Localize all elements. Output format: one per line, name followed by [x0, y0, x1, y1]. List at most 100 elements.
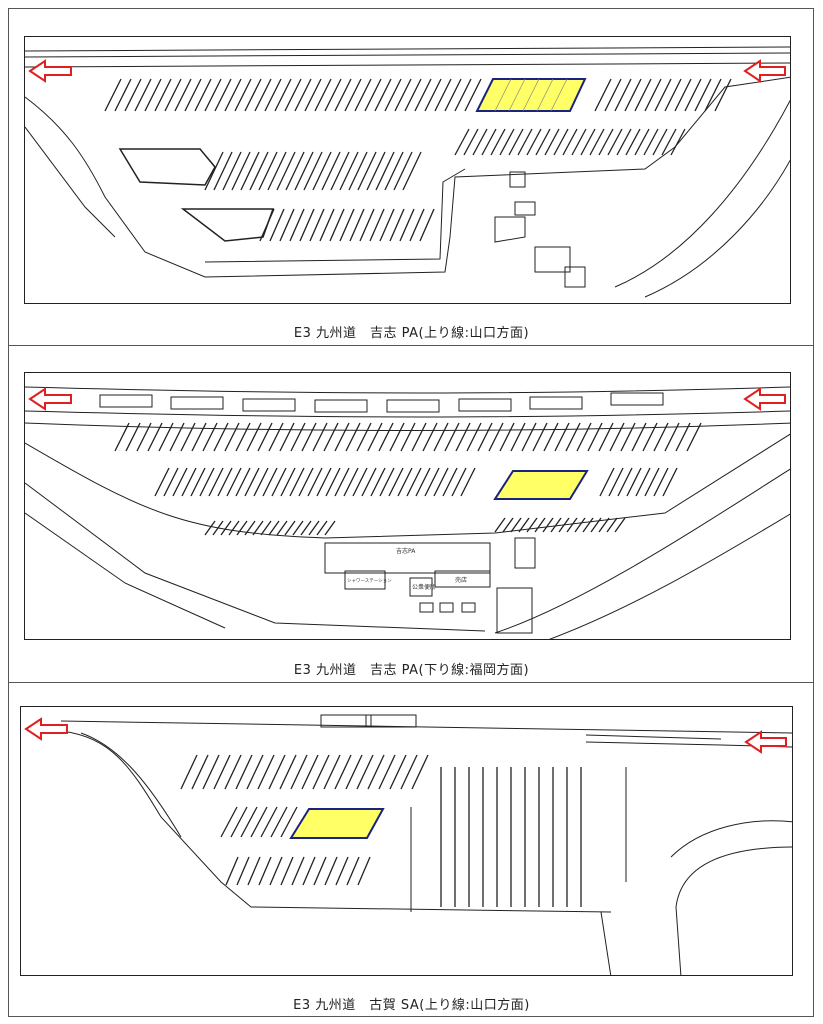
- parking-stall-line: [217, 467, 233, 497]
- parking-stall-line: [202, 754, 220, 790]
- parking-stall-line: [222, 151, 242, 191]
- parking-stall-line: [158, 422, 174, 452]
- parking-stall-line: [460, 467, 476, 497]
- parking-stall-line: [384, 151, 404, 191]
- parking-stall-line: [220, 806, 238, 838]
- parking-stall-line: [422, 422, 438, 452]
- parking-stall-line: [260, 806, 278, 838]
- parking-stall-line: [246, 422, 262, 452]
- parking-stall-line: [604, 78, 622, 112]
- parking-stall-line: [455, 422, 471, 452]
- parking-stall-line: [334, 754, 352, 790]
- parking-stall-line: [164, 78, 182, 112]
- left-arrow-icon: [743, 387, 786, 411]
- parking-stall-line: [284, 520, 296, 536]
- parking-stall-line: [606, 517, 618, 533]
- parking-stall-line: [300, 520, 312, 536]
- parking-stall-line: [684, 78, 702, 112]
- parking-stall-line: [379, 208, 395, 242]
- parking-stall-line: [257, 754, 275, 790]
- parking-stall-line: [301, 422, 317, 452]
- parking-stall-line: [499, 422, 515, 452]
- parking-stall-line: [144, 78, 162, 112]
- parking-stall-line: [269, 208, 285, 242]
- parking-stall-line: [235, 467, 251, 497]
- parking-stall-line: [415, 467, 431, 497]
- parking-stall-line: [264, 78, 282, 112]
- panel-divider: [8, 682, 814, 683]
- highlighted-parking-area: [493, 470, 589, 500]
- parking-stall-line: [334, 422, 350, 452]
- parking-stall-line: [359, 208, 375, 242]
- parking-stall-line: [274, 78, 292, 112]
- parking-stall-line: [631, 422, 647, 452]
- parking-stall-line: [312, 754, 330, 790]
- parking-stall-line: [154, 467, 170, 497]
- parking-stall-line: [609, 422, 625, 452]
- parking-stall-line: [378, 422, 394, 452]
- parking-stall-line: [444, 78, 462, 112]
- parking-stall-line: [224, 422, 240, 452]
- parking-stall-line: [199, 467, 215, 497]
- parking-stall-line: [580, 128, 596, 156]
- parking-stall-line: [249, 151, 269, 191]
- parking-stall-line: [290, 422, 306, 452]
- parking-stall-line: [616, 128, 632, 156]
- parking-stall-line: [230, 806, 248, 838]
- parking-stall-line: [414, 78, 432, 112]
- parking-stall-line: [345, 422, 361, 452]
- parking-stall-line: [299, 208, 315, 242]
- parking-stall-line: [244, 467, 260, 497]
- parking-stall-line: [247, 856, 261, 886]
- parking-stall-line: [276, 520, 288, 536]
- parking-stall-line: [252, 520, 264, 536]
- parking-stall-line: [308, 520, 320, 536]
- parking-stall-line: [670, 128, 686, 156]
- parking-stall-line: [624, 78, 642, 112]
- parking-stall-line: [280, 806, 298, 838]
- parking-stall-line: [312, 151, 332, 191]
- parking-stall-line: [184, 78, 202, 112]
- parking-stall-line: [289, 208, 305, 242]
- parking-stall-line: [589, 128, 605, 156]
- parking-stall-line: [652, 128, 668, 156]
- parking-stall-line: [114, 78, 132, 112]
- parking-stall-line: [617, 467, 633, 497]
- parking-stall-line: [614, 517, 626, 533]
- parking-stall-line: [599, 467, 615, 497]
- parking-stall-line: [290, 754, 308, 790]
- parking-stall-line: [324, 520, 336, 536]
- parking-stall-line: [334, 467, 350, 497]
- parking-stall-line: [714, 78, 732, 112]
- parking-stall-line: [571, 128, 587, 156]
- parking-stall-line: [352, 467, 368, 497]
- parking-stall-line: [316, 467, 332, 497]
- parking-stall-line: [134, 78, 152, 112]
- parking-stall-line: [279, 422, 295, 452]
- parking-stall-line: [180, 754, 198, 790]
- parking-stall-line: [424, 467, 440, 497]
- parking-stall-line: [587, 422, 603, 452]
- parking-stall-line: [510, 422, 526, 452]
- parking-stall-line: [582, 517, 594, 533]
- parking-stall-line: [335, 856, 349, 886]
- parking-stall-line: [664, 78, 682, 112]
- parking-stall-line: [180, 422, 196, 452]
- parking-stall-line: [262, 467, 278, 497]
- parking-stall-line: [694, 78, 712, 112]
- parking-stall-line: [409, 208, 425, 242]
- parking-stall-line: [389, 422, 405, 452]
- parking-stall-line: [442, 467, 458, 497]
- parking-stall-line: [276, 151, 296, 191]
- parking-stall-line: [260, 520, 272, 536]
- parking-stall-line: [375, 151, 395, 191]
- parking-stall-line: [330, 151, 350, 191]
- parking-map-koga-up: [20, 706, 793, 976]
- parking-map-kishi-up: [24, 36, 791, 304]
- parking-stall-line: [354, 78, 372, 112]
- parking-stall-line: [212, 520, 224, 536]
- parking-stall-line: [634, 78, 652, 112]
- parking-stall-line: [214, 78, 232, 112]
- parking-stall-line: [235, 754, 253, 790]
- parking-stall-line: [104, 78, 122, 112]
